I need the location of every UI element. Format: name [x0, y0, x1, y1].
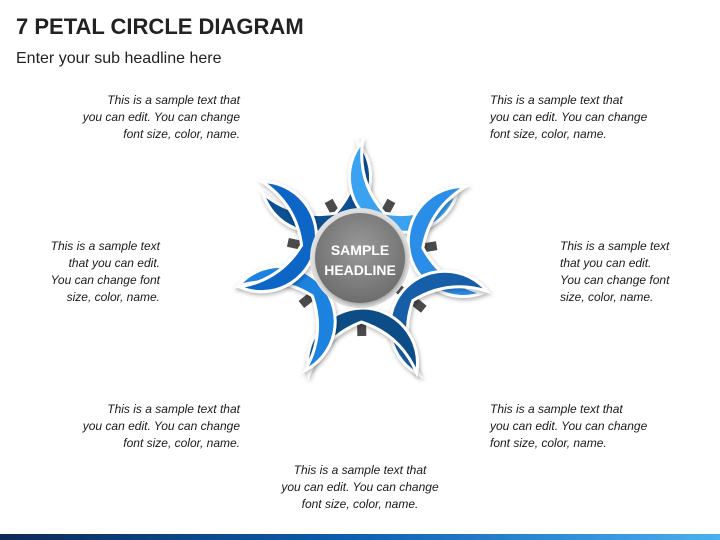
- text-line: you can edit. You can change: [281, 480, 439, 494]
- text-block-top-right: This is a sample text that you can edit. …: [490, 92, 647, 143]
- petal-label-line1: Sample: [217, 230, 263, 245]
- petal-label-line1: Sample: [439, 338, 485, 353]
- text-line: This is a sample text that: [107, 402, 240, 416]
- text-line: You can change font: [560, 273, 670, 287]
- petal-label-line2: Headline: [458, 254, 512, 269]
- text-line: font size, color, name.: [123, 127, 240, 141]
- eco-recycle-icon: ♻: [251, 300, 274, 330]
- center-title-line1: SAMPLE: [331, 242, 389, 258]
- petal-label-line1: Sample: [340, 383, 386, 398]
- petal-label-line2: Headline: [213, 248, 267, 263]
- text-line: This is a sample text that: [293, 463, 427, 477]
- text-line: This is a sample text that: [107, 93, 240, 107]
- text-line: This is a sample text: [560, 239, 670, 253]
- text-line: This is a sample text: [50, 239, 160, 253]
- text-line: you can edit. You can change: [490, 110, 648, 124]
- petal-label-line2: Headline: [435, 356, 489, 371]
- text-block-bottom-right: This is a sample text that you can edit. …: [490, 401, 647, 452]
- text-line: you can edit. You can change: [490, 419, 648, 433]
- text-line: font size, color, name.: [490, 127, 607, 141]
- text-line: font size, color, name.: [490, 436, 607, 450]
- female-icon: ♀: [230, 197, 249, 227]
- page-subtitle: Enter your sub headline here: [16, 50, 222, 67]
- petal-label-line2: Headline: [278, 174, 332, 189]
- text-line: that you can edit.: [68, 256, 160, 270]
- petal-label-line1: Sample: [240, 333, 286, 348]
- petal-label-line1: Sample: [392, 156, 438, 171]
- petal-label-line2: Headline: [388, 174, 442, 189]
- exclamation-icon: !: [300, 123, 310, 153]
- petals-group: !SampleHeadline♲SampleHeadline?SampleHea…: [213, 123, 512, 416]
- petal-label-line1: Sample: [282, 156, 328, 171]
- male-icon: ♂: [351, 350, 374, 380]
- text-block-mid-left: This is a sample text that you can edit. Y…: [51, 238, 160, 306]
- text-line: This is a sample text that: [490, 402, 623, 416]
- petal-shape: [234, 180, 318, 294]
- text-line: that you can edit.: [560, 256, 652, 270]
- text-line: size, color, name.: [560, 290, 654, 304]
- text-line: you can edit. You can change: [82, 110, 240, 124]
- text-block-bottom-center: This is a sample text that you can edit. …: [260, 462, 460, 513]
- text-line: you can edit. You can change: [82, 419, 240, 433]
- text-line: font size, color, name.: [301, 497, 419, 511]
- text-block-top-left: This is a sample text that you can edit. …: [83, 92, 240, 143]
- text-line: font size, color, name.: [123, 436, 240, 450]
- text-block-bottom-left: This is a sample text that you can edit. …: [83, 401, 240, 452]
- petal-label-line1: Sample: [462, 236, 508, 251]
- text-line: This is a sample text that: [490, 93, 623, 107]
- petal-shape: [388, 269, 492, 379]
- text-line: size, color, name.: [66, 290, 160, 304]
- recycle-icon: ♲: [403, 123, 426, 153]
- petal-label-line2: Headline: [336, 401, 390, 416]
- petal-label-line2: Headline: [236, 351, 290, 366]
- center-title-line2: HEADLINE: [324, 262, 396, 278]
- petal-shape: [233, 264, 337, 375]
- center-circle: SAMPLE HEADLINE: [310, 208, 410, 308]
- text-block-mid-right: This is a sample text that you can edit. Y…: [560, 238, 669, 306]
- petal-shape: [406, 185, 488, 298]
- question-icon: ?: [478, 203, 492, 233]
- bottom-accent-bar: [0, 534, 720, 540]
- page-title: 7 PETAL CIRCLE DIAGRAM: [16, 14, 304, 39]
- infinity-icon: ∞: [451, 305, 473, 335]
- text-line: You can change font: [50, 273, 160, 287]
